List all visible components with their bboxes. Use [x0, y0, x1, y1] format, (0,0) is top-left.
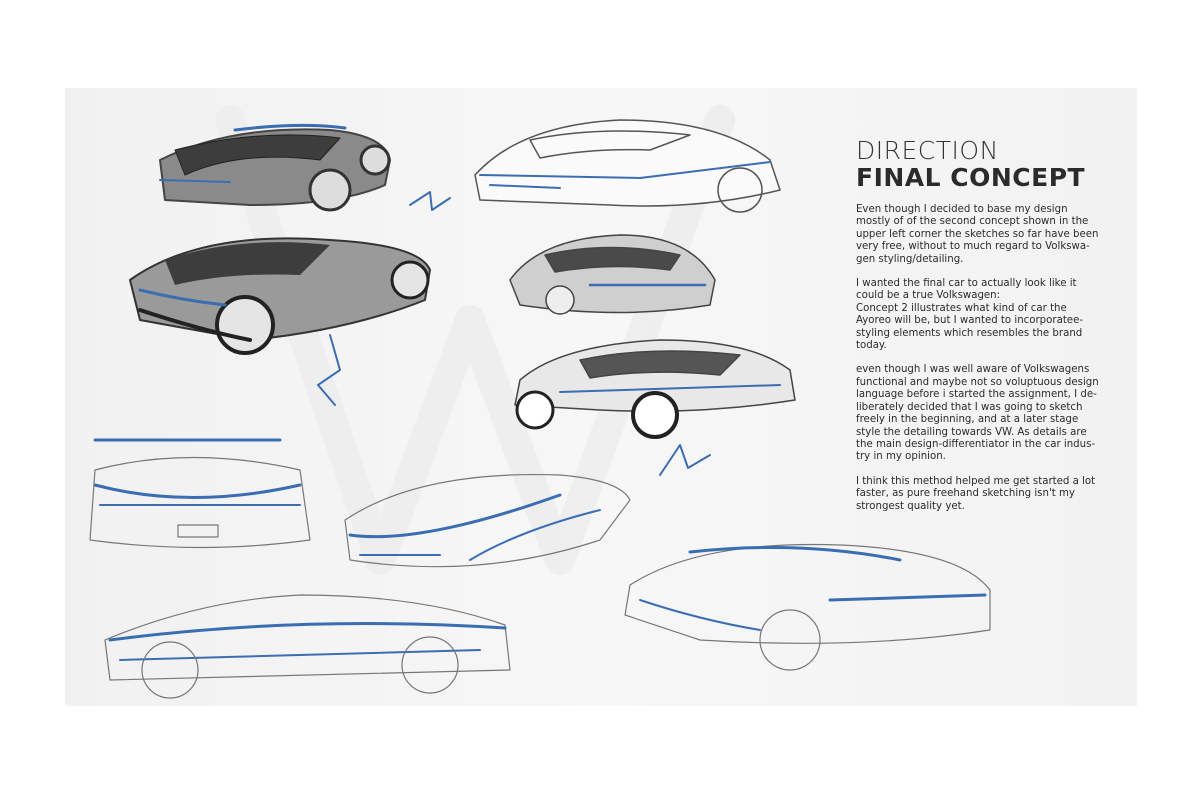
- sketch-car-6: [89, 438, 311, 549]
- zigzag-1: [409, 191, 451, 211]
- sketch-car-1: [159, 123, 391, 212]
- paragraph-2: I wanted the final car to actually look …: [856, 278, 1136, 352]
- text-line: gen styling/detailing.: [856, 253, 964, 265]
- text-line: styling elements which resembles the bra…: [856, 327, 1083, 339]
- text-line: the main design-differentiator in the ca…: [856, 438, 1096, 450]
- text-line: strongest quality yet.: [856, 500, 965, 512]
- text-line: functional and maybe not so voluptuous d…: [856, 376, 1099, 388]
- vw-watermark: [215, 105, 735, 575]
- sketch-car-9: [624, 543, 991, 671]
- sketch-car-3: [474, 119, 781, 213]
- heading-direction: DIRECTION: [856, 136, 999, 165]
- text-line: mostly of of the second concept shown in…: [856, 216, 1089, 228]
- text-line: style the detailing towards VW. As detai…: [856, 426, 1087, 438]
- sketch-car-4: [509, 234, 716, 315]
- text-line: Even though I decided to base my design: [856, 204, 1068, 215]
- text-line: even though I was well aware of Volkswag…: [856, 364, 1090, 376]
- text-line: try in my opinion.: [856, 451, 946, 463]
- text-line: I wanted the final car to actually look …: [856, 278, 1077, 290]
- heading-final-concept: FINAL CONCEPT: [856, 163, 1086, 192]
- zigzag-2: [317, 334, 341, 406]
- paragraph-1: Even though I decided to base my design …: [856, 204, 1136, 266]
- sketch-car-8: [104, 594, 511, 699]
- text-line: I think this method helped me get starte…: [856, 475, 1096, 487]
- text-line: Concept 2 illustrates what kind of car t…: [856, 302, 1067, 314]
- text-line: upper left corner the sketches so far ha…: [856, 228, 1099, 240]
- sketch-car-2: [129, 237, 431, 355]
- sketch-car-7: [344, 473, 631, 568]
- sketch-car-5: [514, 339, 796, 439]
- text-column: DIRECTION FINAL CONCEPT Even though I de…: [856, 137, 1136, 513]
- text-line: could be a true Volkswagen:: [856, 290, 1001, 302]
- text-line: liberately decided that I was going to s…: [856, 401, 1083, 413]
- text-line: Ayoreo will be, but I wanted to incorpor…: [856, 315, 1084, 327]
- text-line: today.: [856, 340, 887, 352]
- text-line: language before i started the assignment…: [856, 389, 1097, 401]
- paragraph-4: I think this method helped me get starte…: [856, 476, 1136, 513]
- paragraph-3: even though I was well aware of Volkswag…: [856, 364, 1136, 463]
- text-line: very free, without to much regard to Vol…: [856, 241, 1090, 253]
- zigzag-3: [659, 444, 711, 476]
- text-line: freely in the beginning, and at a later …: [856, 414, 1079, 426]
- text-line: faster, as pure freehand sketching isn't…: [856, 488, 1075, 500]
